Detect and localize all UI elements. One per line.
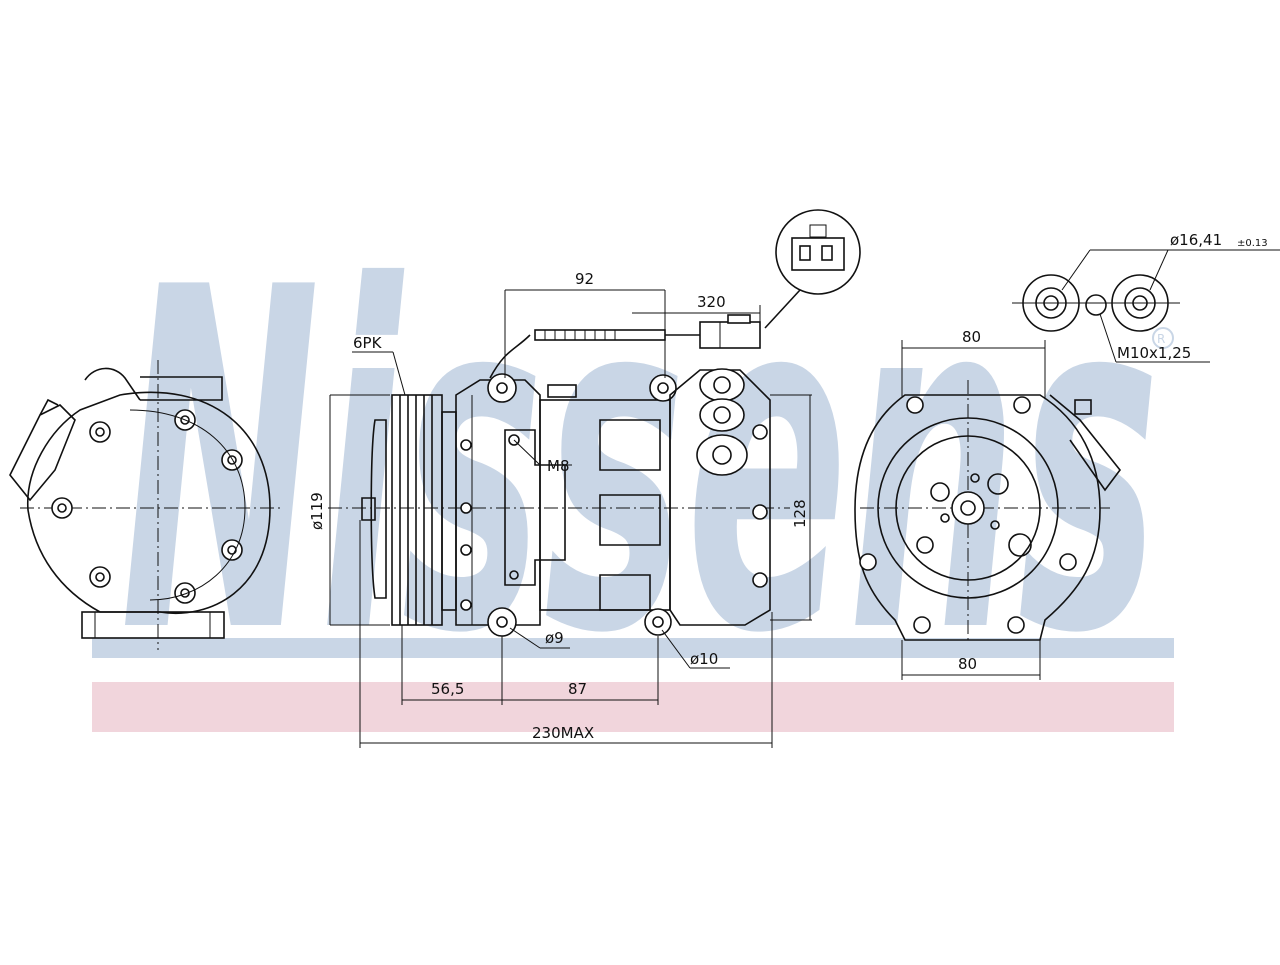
- port-thread-label: M10x1,25: [1117, 344, 1191, 362]
- registered-mark-text: R: [1157, 332, 1165, 346]
- compressor-center-view: [328, 209, 861, 637]
- dim-56-5-label: 56,5: [431, 680, 464, 698]
- right-top-80-label: 80: [962, 328, 981, 346]
- dia-119-label: ø119: [308, 492, 326, 530]
- registered-mark-icon: [1152, 327, 1174, 349]
- compressor-left-view: [9, 360, 280, 650]
- thread-m8-label: M8: [547, 457, 570, 475]
- dim-230max-label: 230MAX: [532, 724, 594, 742]
- dim-87-label: 87: [568, 680, 587, 698]
- port-tolerance-label: ±0.13: [1237, 238, 1268, 249]
- hole-10-label: ø10: [690, 650, 718, 668]
- dim-92-label: 92: [575, 270, 594, 288]
- compressor-right-view: 80 80: [854, 328, 1122, 680]
- center-dimensions: 92 320 6PK ø119 M8 128 ø9 ø10: [308, 270, 812, 748]
- right-bottom-80-label: 80: [958, 655, 977, 673]
- belt-6pk-label: 6PK: [353, 334, 383, 352]
- port-left-icon: [1022, 274, 1080, 332]
- port-right-icon: [1111, 274, 1169, 332]
- dim-128-label: 128: [791, 499, 809, 528]
- watermark-pink-stripe: [92, 682, 1174, 732]
- left-view-bolt-icons: [51, 409, 243, 604]
- wire-connector-icon: [699, 314, 761, 349]
- port-diameter-label: ø16,41: [1170, 231, 1222, 249]
- dim-320-label: 320: [697, 293, 726, 311]
- hole-9-label: ø9: [545, 629, 564, 647]
- service-ports-icon: [696, 368, 748, 476]
- port-detail: ø16,41 ±0.13 M10x1,25: [1012, 231, 1280, 363]
- connector-detail-icon: [764, 209, 861, 329]
- nissens-watermark: Nissens R: [92, 189, 1174, 736]
- pulley-icon: [391, 394, 457, 626]
- watermark-blue-stripe: [92, 638, 1174, 658]
- right-view-bolt-icons: [859, 396, 1077, 634]
